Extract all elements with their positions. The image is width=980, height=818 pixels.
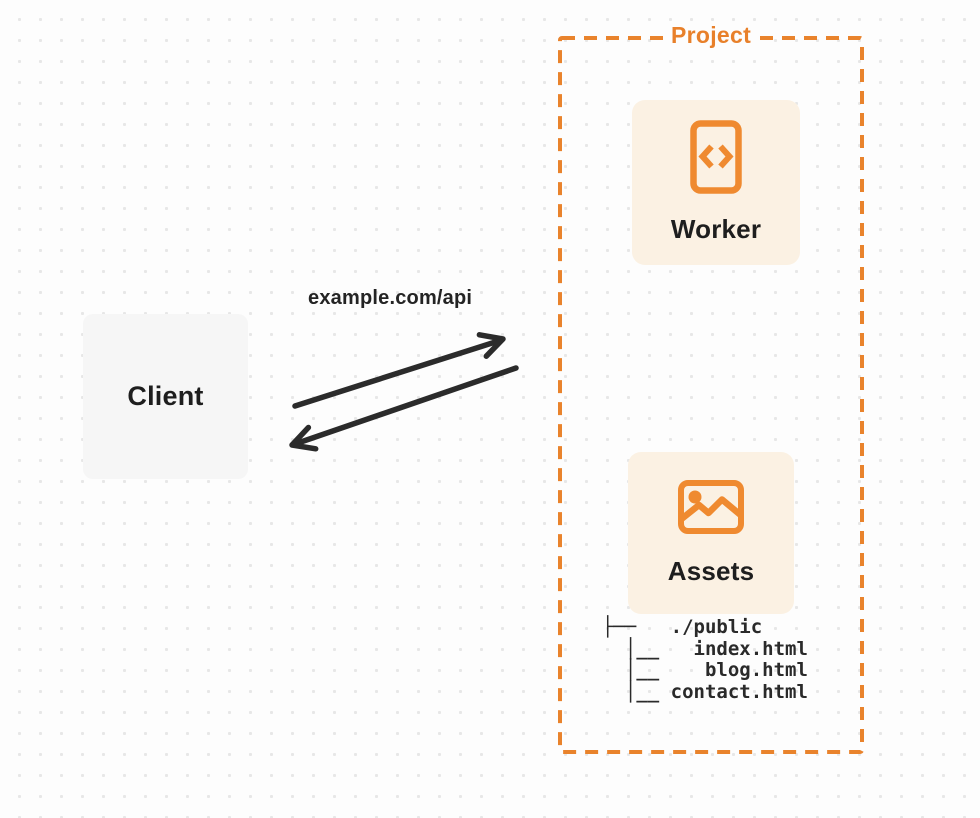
request-response-arrows [289, 332, 519, 452]
client-node: Client [83, 314, 248, 479]
image-icon [678, 479, 744, 539]
public-file-tree: ├── ./public │__ index.html │__ blog.htm… [602, 616, 808, 703]
worker-node: Worker [632, 100, 800, 265]
request-url-label: example.com/api [308, 287, 473, 309]
client-label: Client [127, 381, 204, 411]
code-file-icon [690, 120, 742, 199]
worker-label: Worker [670, 214, 762, 244]
request-arrow [292, 332, 506, 409]
response-arrow [289, 365, 519, 452]
project-label: Project [663, 22, 759, 49]
assets-node: Assets [628, 452, 794, 614]
assets-label: Assets [667, 555, 755, 586]
